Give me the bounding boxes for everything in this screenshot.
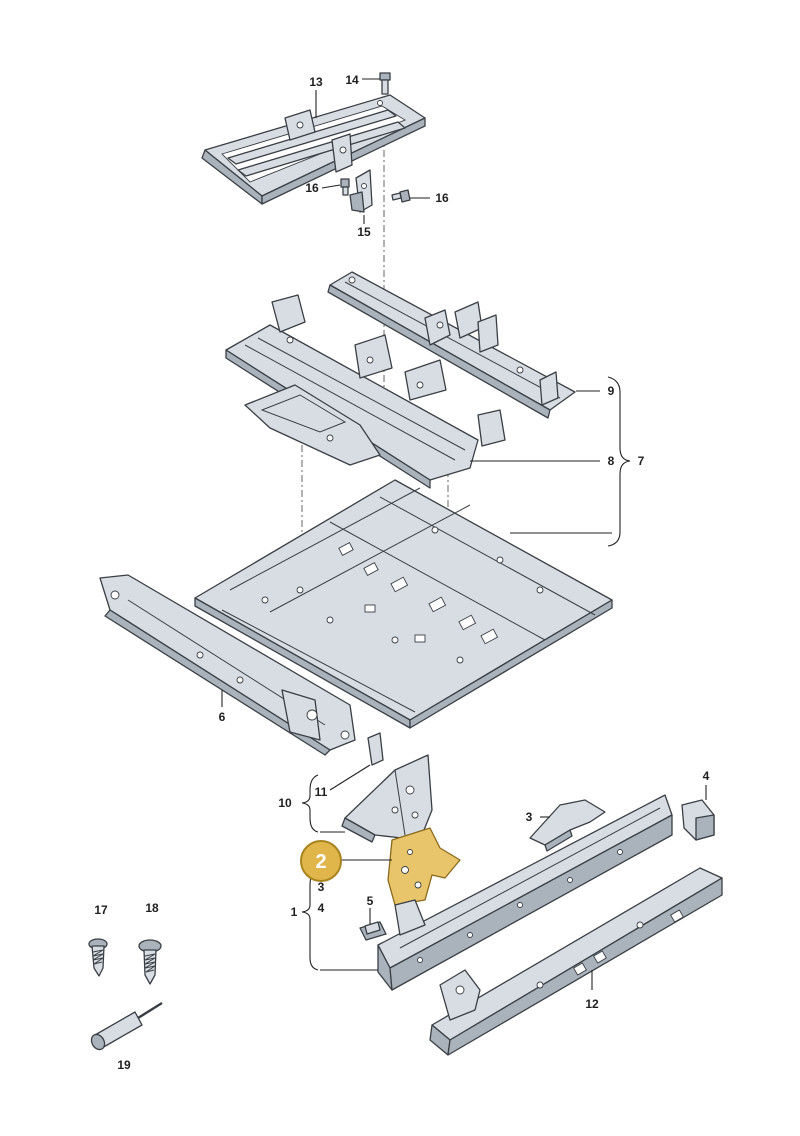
label-16-left: 16 (305, 181, 319, 195)
label-17: 17 (94, 903, 108, 917)
label-10: 10 (278, 796, 292, 810)
part-2-bracket-highlighted (387, 827, 461, 906)
part-8-seat-panel (225, 294, 506, 489)
part-17-screw (88, 938, 108, 977)
part-5-clip (359, 921, 387, 941)
label-13: 13 (309, 75, 323, 89)
label-14: 14 (345, 73, 359, 87)
label-16-right: 16 (435, 191, 449, 205)
part-labels: 13 14 16 16 15 9 8 7 6 4 11 10 3 3 4 1 5… (94, 73, 709, 1072)
part-16-bolts (340, 178, 411, 203)
label-3-bottom: 3 (318, 880, 325, 894)
label-3-top: 3 (526, 810, 533, 824)
label-15: 15 (357, 225, 371, 239)
label-12: 12 (585, 997, 599, 1011)
label-1: 1 (291, 905, 298, 919)
label-4-top: 4 (703, 769, 710, 783)
label-19: 19 (117, 1058, 131, 1072)
part-3-bracket (529, 799, 606, 852)
callout-2[interactable]: 2 (300, 840, 342, 882)
part-19-pin (90, 1001, 163, 1051)
label-8: 8 (608, 454, 615, 468)
label-7: 7 (638, 454, 645, 468)
callout-2-label: 2 (315, 851, 326, 873)
braces (301, 376, 631, 971)
label-18: 18 (145, 901, 159, 915)
part-12-sill (429, 867, 723, 1056)
part-15-bracket (349, 169, 373, 213)
part-4-box (681, 799, 715, 841)
part-9-rail (327, 271, 576, 419)
part-13-frame (201, 94, 426, 205)
part-11-bracket (341, 732, 433, 843)
label-4-bottom: 4 (318, 901, 325, 915)
label-5: 5 (367, 894, 374, 908)
label-11: 11 (315, 785, 328, 799)
part-7-floor-panel (194, 479, 613, 729)
label-6: 6 (219, 710, 226, 724)
part-1-sill (377, 794, 673, 991)
part-14-bolt (379, 72, 391, 95)
label-9: 9 (608, 384, 615, 398)
part-18-screw (138, 939, 162, 985)
leader-lines (221, 78, 707, 990)
part-6-crossmember (99, 574, 356, 756)
